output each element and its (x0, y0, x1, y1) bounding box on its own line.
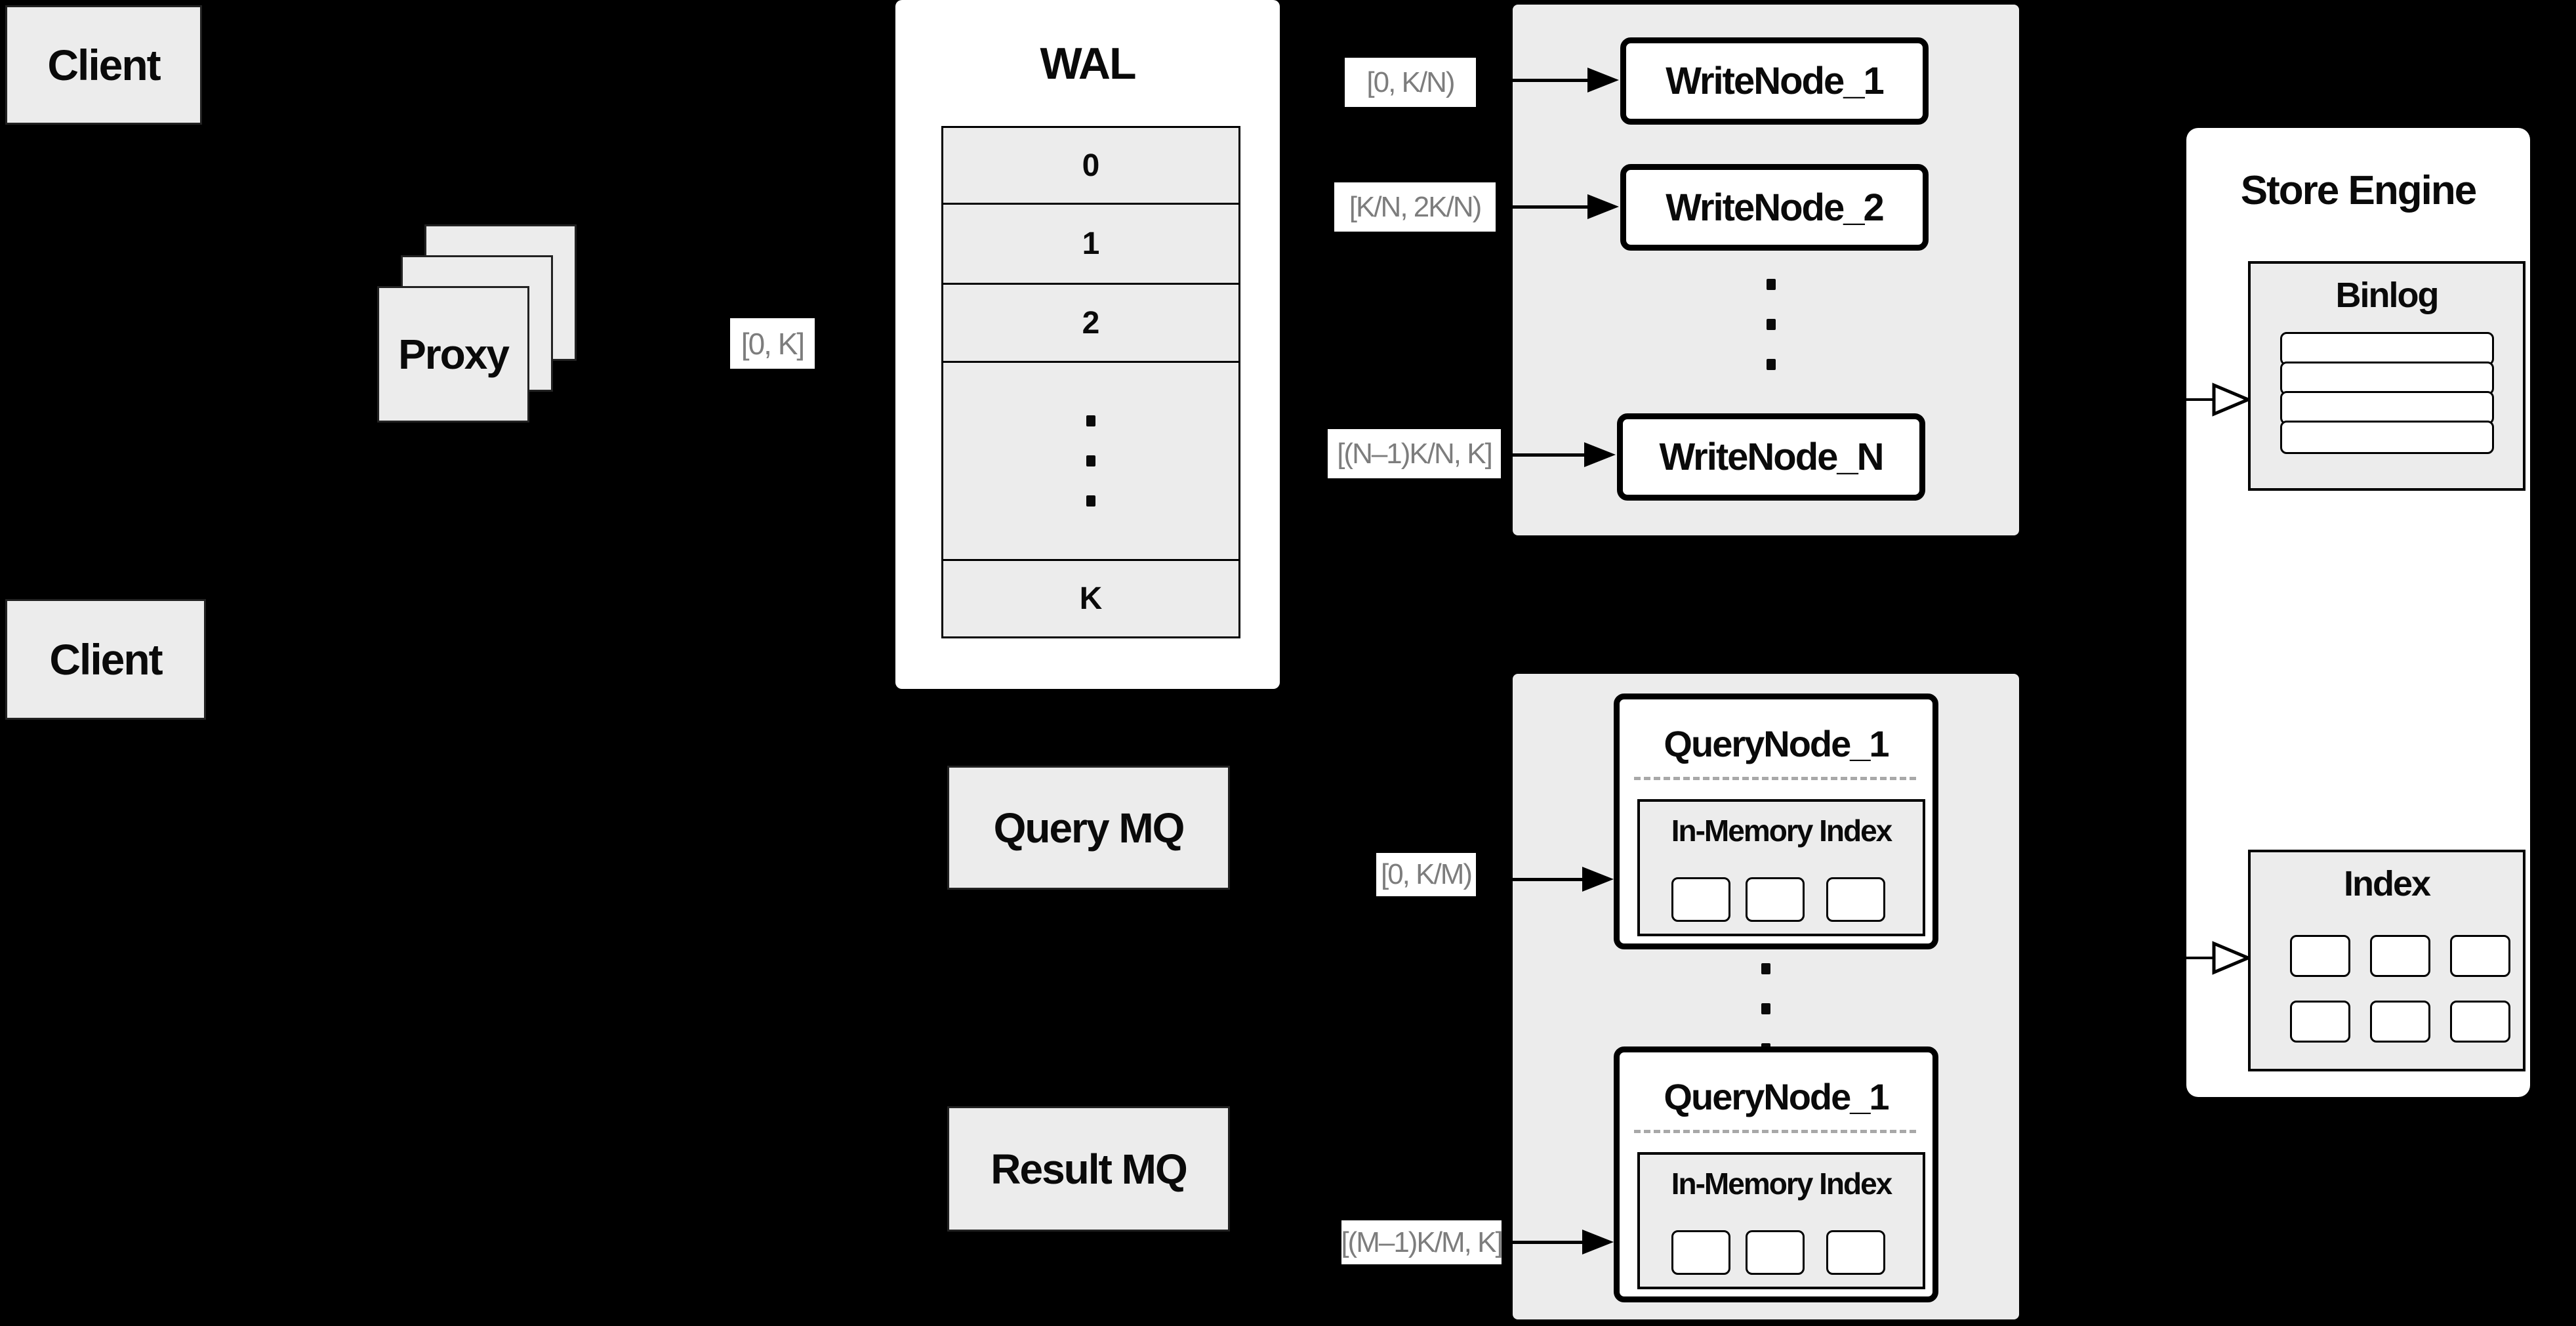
write-node-2: WriteNode_2 (1620, 164, 1929, 251)
arrowhead-write-2-icon (1587, 194, 1619, 219)
client-box-bottom: Client (5, 599, 206, 720)
arrow-line-query-m (1510, 1241, 1585, 1244)
index-cell (2370, 935, 2430, 977)
store-engine-title: Store Engine (2240, 167, 2477, 213)
binlog-row (2280, 332, 2494, 365)
client-top-label: Client (47, 41, 161, 89)
store-engine-card: Store Engine Binlog Index (2186, 128, 2530, 1097)
in-memory-index-top: In-Memory Index (1637, 799, 1925, 936)
arrow-line-binlog (2140, 398, 2213, 401)
binlog-title: Binlog (2335, 276, 2440, 315)
index-cell (2370, 1001, 2430, 1043)
wal-row-1: 1 (943, 205, 1238, 285)
query-node-bottom-title: QueryNode_1 (1664, 1075, 1889, 1117)
result-mq-box: Result MQ (947, 1106, 1230, 1232)
wal-segment-table: 0 1 2 K (941, 126, 1240, 638)
vertical-ellipsis-icon (1086, 415, 1095, 507)
wal-title: WAL (1040, 39, 1136, 89)
range-label-query-m: [(M–1)K/M, K] (1341, 1220, 1503, 1264)
index-cell (2450, 1001, 2510, 1043)
vertical-ellipsis-icon (1767, 279, 1776, 370)
binlog-row (2280, 391, 2494, 425)
dashed-divider (1634, 777, 1916, 780)
query-node-bottom: QueryNode_1 In-Memory Index (1614, 1046, 1938, 1302)
wal-row-ellipsis (943, 363, 1238, 561)
proxy-label: Proxy (398, 331, 510, 378)
client-bottom-label: Client (49, 635, 163, 684)
index-slot (1671, 877, 1730, 922)
binlog-row (2280, 362, 2494, 395)
query-node-top: QueryNode_1 In-Memory Index (1614, 694, 1938, 949)
write-node-1-label: WriteNode_1 (1666, 60, 1884, 102)
arrowhead-write-1-icon (1587, 68, 1619, 93)
index-slot (1746, 877, 1805, 922)
proxy-box: Proxy (377, 286, 529, 423)
client-box-top: Client (5, 5, 202, 125)
hollow-arrowhead-index-icon (2212, 941, 2251, 975)
range-label-query-1: [0, K/M) (1376, 853, 1476, 896)
index-slot (1671, 1230, 1730, 1275)
range-label-write-n: [(N–1)K/N, K] (1328, 429, 1501, 478)
index-slot (1746, 1230, 1805, 1275)
query-mq-label: Query MQ (993, 804, 1185, 852)
in-memory-index-bottom-title: In-Memory Index (1671, 1167, 1893, 1201)
wal-row-0: 0 (943, 128, 1238, 205)
arrow-line-index (2140, 957, 2213, 959)
index-cell (2290, 1001, 2350, 1043)
wal-row-k: K (1079, 581, 1103, 616)
arrow-line-write-2 (1510, 205, 1590, 209)
range-label-write-1: [0, K/N) (1345, 58, 1476, 107)
binlog-panel: Binlog (2248, 261, 2525, 491)
arrow-line-write-n (1510, 453, 1590, 457)
write-node-n-label: WriteNode_N (1659, 436, 1884, 478)
arrow-line-query-1 (1510, 878, 1585, 881)
write-node-n: WriteNode_N (1617, 413, 1925, 501)
in-memory-index-bottom: In-Memory Index (1637, 1152, 1925, 1289)
index-panel: Index (2248, 850, 2525, 1071)
write-node-1: WriteNode_1 (1620, 37, 1929, 125)
arrowhead-query-m-icon (1582, 1230, 1614, 1254)
binlog-row (2280, 421, 2494, 454)
arrowhead-write-n-icon (1584, 442, 1616, 467)
arrowhead-query-1-icon (1582, 867, 1614, 892)
index-slot (1826, 1230, 1885, 1275)
in-memory-index-top-title: In-Memory Index (1671, 814, 1893, 848)
index-cell (2450, 935, 2510, 977)
range-label-proxy-to-wal: [0, K] (730, 318, 815, 369)
result-mq-label: Result MQ (991, 1145, 1187, 1193)
index-slot (1826, 877, 1885, 922)
query-mq-box: Query MQ (947, 766, 1230, 890)
index-cell (2290, 935, 2350, 977)
query-node-top-title: QueryNode_1 (1664, 722, 1889, 764)
arrow-line-write-1 (1510, 79, 1590, 82)
vertical-ellipsis-icon (1761, 963, 1770, 1054)
dashed-divider (1634, 1130, 1916, 1133)
write-node-2-label: WriteNode_2 (1666, 186, 1884, 229)
index-title: Index (2343, 864, 2431, 903)
wal-row-2: 2 (943, 285, 1238, 363)
hollow-arrowhead-binlog-icon (2212, 383, 2251, 417)
range-label-write-2: [K/N, 2K/N) (1334, 182, 1496, 232)
